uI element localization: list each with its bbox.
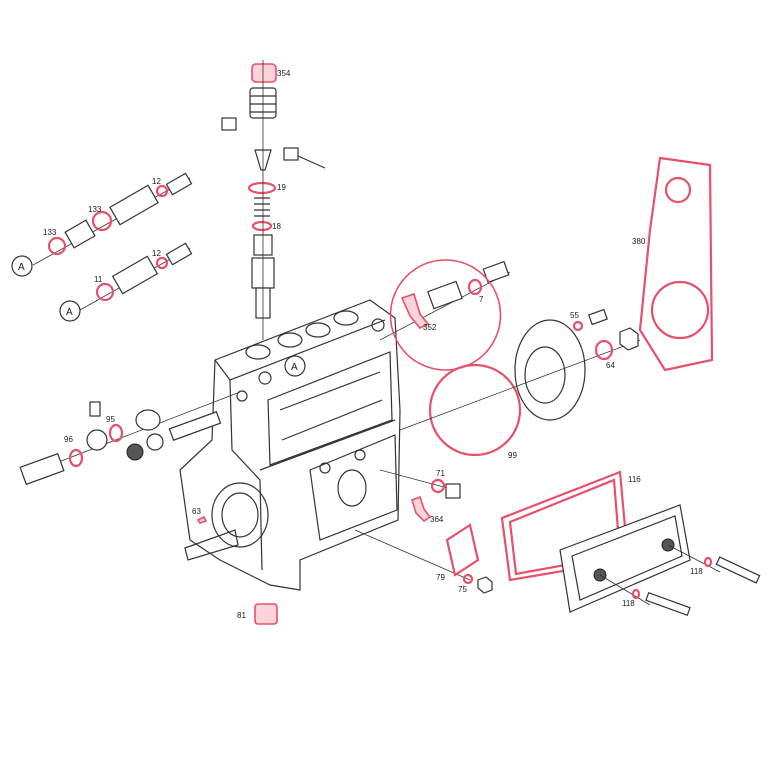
part-354-cap: [251, 63, 277, 83]
pump-housing: [179, 299, 401, 591]
label-11: 11: [94, 275, 103, 284]
label-55: 55: [570, 311, 579, 320]
label-133: 133: [43, 228, 57, 237]
label-19: 19: [277, 183, 286, 192]
cover-plate: [559, 504, 691, 613]
part-labels: 354 19 18 12 133 133 12 11 380 55 64 352…: [43, 69, 703, 620]
reference-marker-a: [284, 355, 306, 377]
label-63: 63: [192, 507, 201, 516]
right-fittings: [354, 156, 761, 617]
part-352-bracket: [400, 292, 430, 329]
svg-text:A: A: [291, 362, 298, 373]
label-118: 118: [622, 599, 635, 608]
part-81: [254, 603, 278, 625]
svg-text:A: A: [66, 307, 73, 318]
part-19-seal: [247, 181, 277, 195]
label-12: 12: [152, 249, 161, 258]
label-7: 7: [479, 295, 484, 304]
part-380-gasket: [638, 156, 714, 372]
label-18: 18: [272, 222, 281, 231]
delivery-valve-assembly: [221, 60, 326, 340]
reference-markers: A A A: [11, 255, 306, 377]
label-99: 99: [508, 451, 517, 460]
label-81: 81: [237, 611, 246, 620]
label-118: 118: [690, 567, 703, 576]
label-354: 354: [277, 69, 291, 78]
reference-marker-a: [59, 300, 81, 322]
label-95: 95: [106, 415, 115, 424]
label-133: 133: [88, 205, 102, 214]
part-18-seal: [251, 220, 273, 232]
label-96: 96: [64, 435, 73, 444]
svg-text:A: A: [18, 262, 25, 273]
reference-marker-a: [11, 255, 33, 277]
label-116: 116: [628, 475, 641, 484]
label-75: 75: [458, 585, 467, 594]
label-352: 352: [423, 323, 437, 332]
label-364: 364: [430, 515, 444, 524]
label-12: 12: [152, 177, 161, 186]
label-380: 380: [632, 237, 646, 246]
label-64: 64: [606, 361, 615, 370]
label-71: 71: [436, 469, 445, 478]
label-79: 79: [436, 573, 445, 582]
part-99-gasket-ring: [428, 363, 522, 457]
part-99-gasket: [389, 259, 502, 371]
left-fittings: [19, 172, 278, 625]
